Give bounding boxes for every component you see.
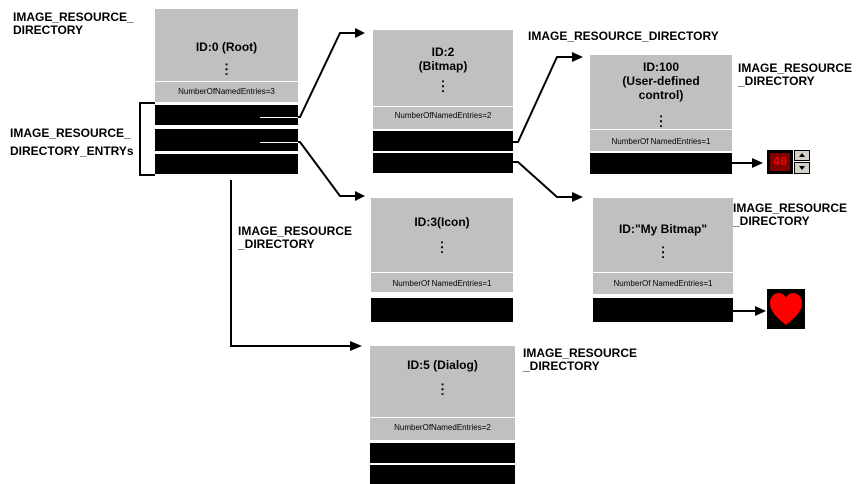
named-entries-count: NumberOfNamedEntries=2 xyxy=(394,423,491,432)
root-directory-node: ID:0 (Root) : : NumberOfNamedEntries=3 xyxy=(155,9,298,102)
node-title: ID:3(Icon) xyxy=(414,215,470,229)
named-entries-count: NumberOf NamedEntries=1 xyxy=(611,137,711,146)
directory-entry xyxy=(593,298,733,322)
separator xyxy=(155,81,298,82)
mybitmap-directory-label: IMAGE_RESOURCE _DIRECTORY xyxy=(733,201,848,228)
separator xyxy=(371,272,513,273)
named-entries-count: NumberOfNamedEntries=2 xyxy=(394,111,492,120)
dialog-directory-node: ID:5 (Dialog) : : NumberOfNamedEntries=2 xyxy=(370,346,515,440)
spin-up-icon xyxy=(794,150,810,161)
directory-entry xyxy=(371,298,513,322)
separator xyxy=(593,272,733,273)
arrowhead xyxy=(752,158,763,168)
directory-entry xyxy=(373,131,513,151)
node-title: ID:100 (User-defined control) xyxy=(622,60,700,102)
icon-directory-node: ID:3(Icon) : : NumberOf NamedEntries=1 xyxy=(371,198,513,292)
directory-entry xyxy=(370,443,515,463)
ellipsis: : : xyxy=(440,75,446,95)
connector-root-dialog xyxy=(230,180,350,347)
directory-entry xyxy=(155,129,298,151)
node-title: ID:"My Bitmap" xyxy=(618,222,708,236)
arrowhead xyxy=(350,341,362,351)
arrowhead xyxy=(572,192,583,202)
ellipsis: : : xyxy=(660,241,666,261)
node-title: ID:5 (Dialog) xyxy=(407,358,478,372)
separator xyxy=(590,129,732,130)
arrowhead xyxy=(355,28,365,38)
named-entries-count: NumberOfNamedEntries=3 xyxy=(178,87,275,96)
arrowhead xyxy=(355,191,365,201)
ellipsis: : : xyxy=(440,378,445,398)
control-directory-node: ID:100 (User-defined control) : : Number… xyxy=(590,55,732,151)
spin-down-icon xyxy=(794,162,810,174)
ellipsis: : : xyxy=(658,110,664,130)
directory-entry xyxy=(155,105,298,125)
icon-directory-label: IMAGE_RESOURCE _DIRECTORY xyxy=(238,224,353,251)
entries-bracket xyxy=(139,102,155,176)
named-entries-count: NumberOf NamedEntries=1 xyxy=(613,279,713,288)
ellipsis: : : xyxy=(439,236,445,256)
separator xyxy=(370,417,515,418)
spinner-value: 40 xyxy=(770,153,790,171)
named-entries-count: NumberOf NamedEntries=1 xyxy=(392,279,492,288)
node-title: ID:0 (Root) xyxy=(195,40,258,54)
directory-entries-label: IMAGE_RESOURCE_ DIRECTORY_ENTRYs xyxy=(10,126,134,158)
dialog-directory-label: IMAGE_RESOURCE _DIRECTORY xyxy=(523,346,638,373)
directory-entry xyxy=(373,153,513,173)
heart-icon xyxy=(767,289,805,329)
control-directory-label: IMAGE_RESOURCE _DIRECTORY xyxy=(738,61,853,88)
arrowhead xyxy=(572,52,583,62)
directory-entry xyxy=(590,153,732,174)
node-title: ID:2 (Bitmap) xyxy=(418,45,468,73)
bitmap-directory-node: ID:2 (Bitmap) : : NumberOfNamedEntries=2 xyxy=(373,30,513,129)
directory-entry xyxy=(155,154,298,174)
root-directory-label: IMAGE_RESOURCE_ DIRECTORY xyxy=(13,10,134,37)
spin-control-icon: 40 xyxy=(767,150,811,174)
mybitmap-directory-node: ID:"My Bitmap" : : NumberOf NamedEntries… xyxy=(593,198,733,294)
arrowhead xyxy=(755,306,766,316)
ellipsis: : : xyxy=(224,58,229,78)
separator xyxy=(373,106,513,107)
bitmap-directory-label: IMAGE_RESOURCE_DIRECTORY xyxy=(528,29,719,43)
directory-entry xyxy=(370,465,515,484)
